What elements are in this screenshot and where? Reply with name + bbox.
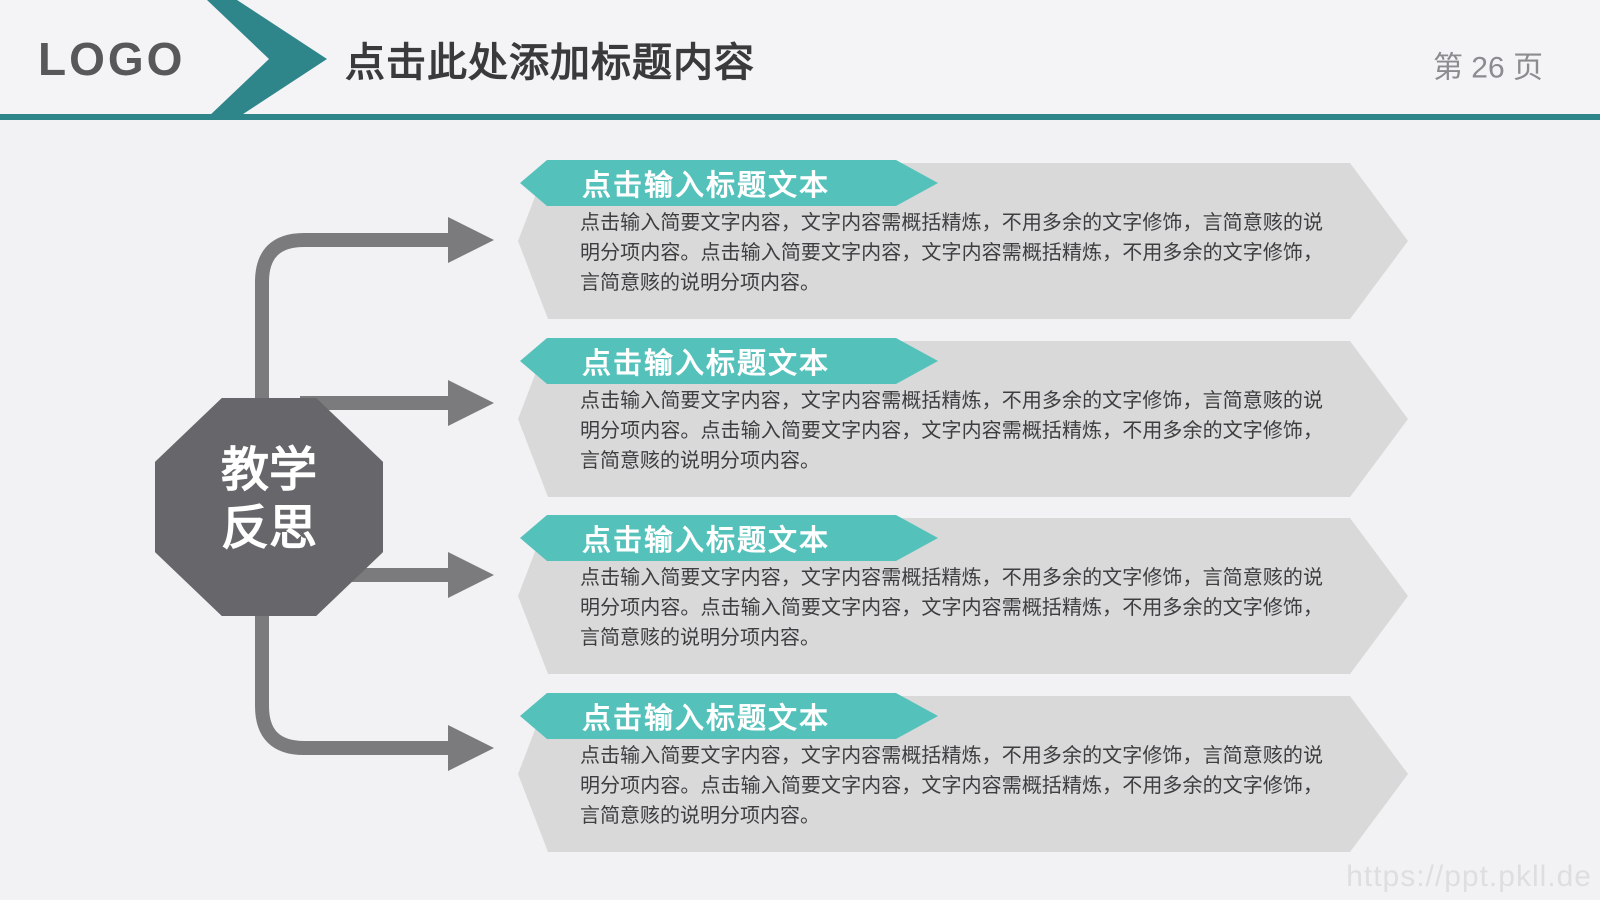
slide-title[interactable]: 点击此处添加标题内容 bbox=[345, 41, 755, 85]
block-body-2[interactable]: 点击输入简要文字内容，文字内容需概括精炼，不用多余的文字修饰，言简意赅的说明分项… bbox=[518, 341, 1408, 497]
watermark-url: https://ppt.pkll.de bbox=[1346, 860, 1592, 893]
page-number: 第 26 页 bbox=[1432, 51, 1543, 85]
octagon-label: 教学 反思 bbox=[220, 444, 317, 555]
arrowhead-icon-3 bbox=[448, 552, 494, 598]
block-body-text-2: 点击输入简要文字内容，文字内容需概括精炼，不用多余的文字修饰，言简意赅的说明分项… bbox=[580, 390, 1323, 472]
block-title-text-3: 点击输入标题文本 bbox=[581, 525, 830, 557]
slide-header: LOGO 点击此处添加标题内容 第 26 页 bbox=[0, 0, 1600, 118]
arrowhead-icon-4 bbox=[448, 725, 494, 771]
logo-text: LOGO bbox=[38, 33, 186, 85]
connector-line-4 bbox=[255, 600, 452, 755]
block-body-4[interactable]: 点击输入简要文字内容，文字内容需概括精炼，不用多余的文字修饰，言简意赅的说明分项… bbox=[518, 696, 1408, 852]
block-title-text-4: 点击输入标题文本 bbox=[581, 703, 830, 735]
block-title-banner-4[interactable]: 点击输入标题文本 bbox=[520, 693, 938, 739]
content-block-2: 点击输入简要文字内容，文字内容需概括精炼，不用多余的文字修饰，言简意赅的说明分项… bbox=[518, 338, 1408, 498]
block-body-text-3: 点击输入简要文字内容，文字内容需概括精炼，不用多余的文字修饰，言简意赅的说明分项… bbox=[580, 567, 1323, 649]
content-block-4: 点击输入简要文字内容，文字内容需概括精炼，不用多余的文字修饰，言简意赅的说明分项… bbox=[518, 693, 1408, 853]
block-body-text-1: 点击输入简要文字内容，文字内容需概括精炼，不用多余的文字修饰，言简意赅的说明分项… bbox=[580, 212, 1323, 294]
chevron-right-icon bbox=[207, 0, 327, 118]
block-body-text-4: 点击输入简要文字内容，文字内容需概括精炼，不用多余的文字修饰，言简意赅的说明分项… bbox=[580, 745, 1323, 827]
header-divider bbox=[0, 114, 1600, 120]
block-title-text-1: 点击输入标题文本 bbox=[581, 170, 830, 202]
arrowheads bbox=[448, 217, 494, 771]
content-block-3: 点击输入简要文字内容，文字内容需概括精炼，不用多余的文字修饰，言简意赅的说明分项… bbox=[518, 515, 1408, 675]
block-title-banner-1[interactable]: 点击输入标题文本 bbox=[520, 160, 938, 206]
block-title-banner-2[interactable]: 点击输入标题文本 bbox=[520, 338, 938, 384]
connector-line-1 bbox=[255, 233, 452, 420]
content-block-1: 点击输入简要文字内容，文字内容需概括精炼，不用多余的文字修饰，言简意赅的说明分项… bbox=[518, 160, 1408, 320]
block-title-banner-3[interactable]: 点击输入标题文本 bbox=[520, 515, 938, 561]
block-title-text-2: 点击输入标题文本 bbox=[581, 348, 830, 380]
arrowhead-icon-1 bbox=[448, 217, 494, 263]
center-octagon[interactable]: 教学 反思 bbox=[155, 398, 383, 616]
arrowhead-icon-2 bbox=[448, 380, 494, 426]
